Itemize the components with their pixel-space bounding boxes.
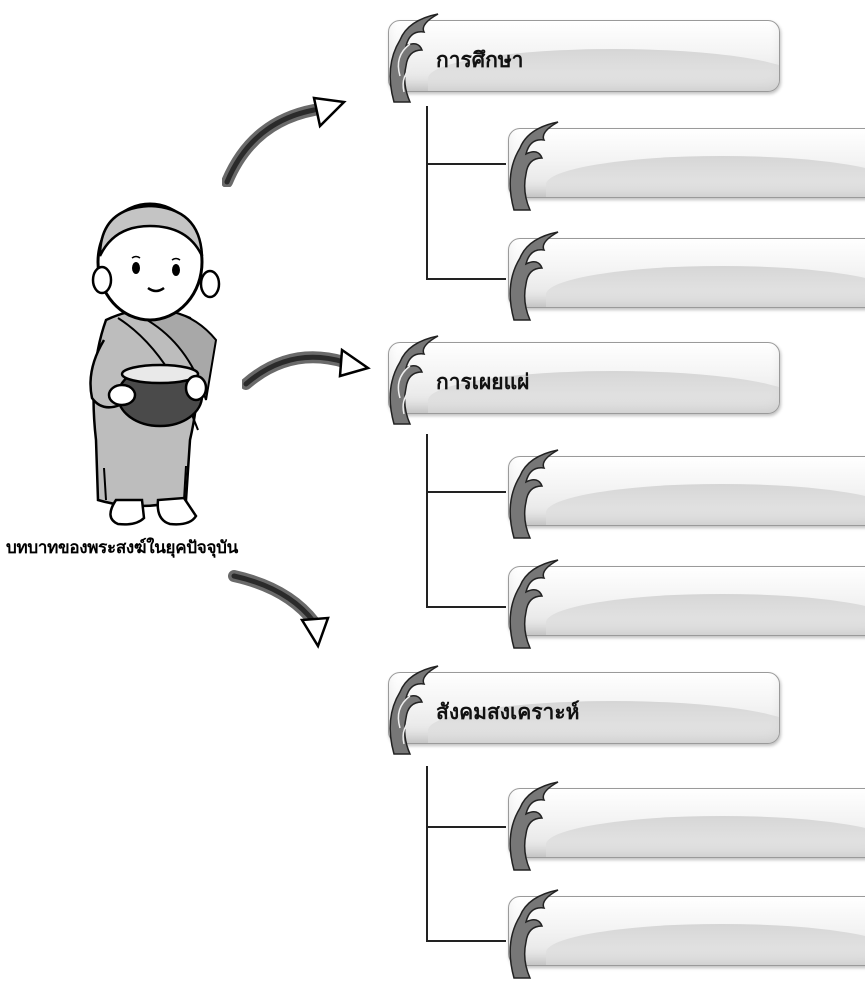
curved-arrow-icon: [242, 347, 371, 390]
thai-flame-ornament-icon: [509, 559, 559, 649]
sub-item-box: [508, 121, 865, 211]
tree-connector: [426, 106, 428, 279]
category-box-social-welfare: สังคมสงเคราะห์: [388, 665, 780, 755]
thai-flame-ornament-icon: [509, 121, 559, 211]
tree-connector: [426, 940, 506, 942]
category-box-education: การศึกษา: [388, 13, 780, 103]
tree-connector: [426, 163, 506, 165]
monk-illustration: [89, 202, 221, 526]
category-label: การศึกษา: [436, 48, 524, 72]
category-label: สังคมสงเคราะห์: [436, 700, 580, 724]
thai-flame-ornament-icon: [509, 449, 559, 539]
thai-flame-ornament-icon: [389, 13, 439, 103]
thai-flame-ornament-icon: [389, 665, 439, 755]
tree-connector: [426, 434, 428, 608]
thai-flame-ornament-icon: [509, 781, 559, 871]
curved-arrow-icon: [228, 570, 330, 649]
sub-item-box: [508, 889, 865, 979]
tree-connector: [426, 278, 506, 280]
thai-flame-ornament-icon: [389, 335, 439, 425]
tree-connector: [426, 606, 506, 608]
sub-item-box: [508, 231, 865, 321]
thai-flame-ornament-icon: [509, 231, 559, 321]
central-caption: บทบาทของพระสงฆ์ในยุคปัจจุบัน: [6, 538, 238, 558]
curved-arrow-icon: [222, 96, 347, 187]
category-box-propagation: การเผยแผ่: [388, 335, 780, 425]
sub-item-box: [508, 559, 865, 649]
tree-connector: [426, 766, 428, 942]
tree-connector: [426, 826, 506, 828]
sub-item-box: [508, 449, 865, 539]
category-label: การเผยแผ่: [436, 370, 530, 394]
sub-item-box: [508, 781, 865, 871]
tree-connector: [426, 491, 506, 493]
thai-flame-ornament-icon: [509, 889, 559, 979]
